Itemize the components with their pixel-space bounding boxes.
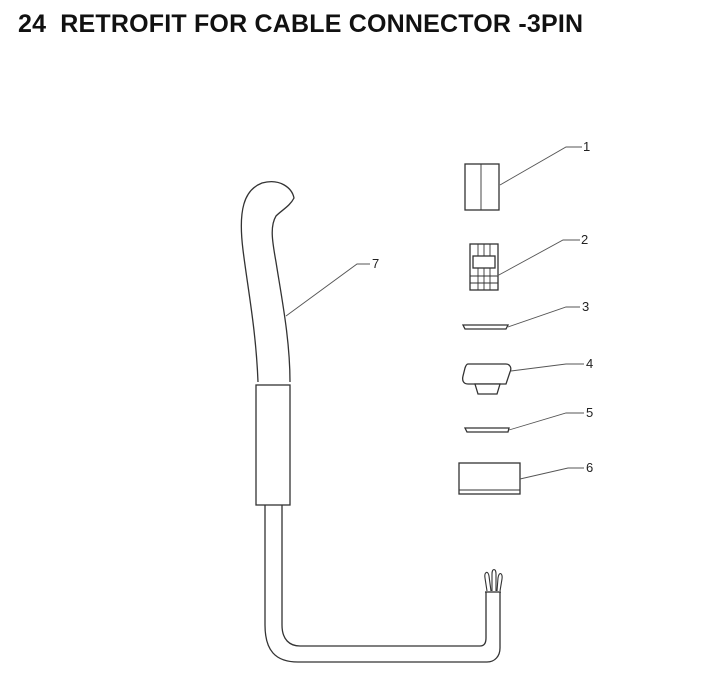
page-title: 24 RETROFIT FOR CABLE CONNECTOR -3PIN xyxy=(18,10,583,39)
callout-2: 2 xyxy=(581,232,588,247)
section-number: 24 xyxy=(18,10,47,38)
section-title: RETROFIT FOR CABLE CONNECTOR -3PIN xyxy=(60,10,584,38)
part-5-washer xyxy=(463,427,510,433)
part-6-sleeve xyxy=(458,462,521,495)
callout-7: 7 xyxy=(372,256,379,271)
callout-3: 3 xyxy=(582,299,589,314)
part-3-gasket xyxy=(461,324,510,330)
part-1 xyxy=(464,163,500,211)
part-4-grommet xyxy=(462,363,512,395)
cable-wire-ends xyxy=(484,568,503,592)
callout-1: 1 xyxy=(583,139,590,154)
cable-sleeve xyxy=(255,384,291,506)
callout-5: 5 xyxy=(586,405,593,420)
callout-4: 4 xyxy=(586,356,593,371)
part-7-cable xyxy=(240,181,503,663)
part-2-connector-insert xyxy=(469,243,499,291)
callout-6: 6 xyxy=(586,460,593,475)
leader-lines xyxy=(285,146,584,480)
